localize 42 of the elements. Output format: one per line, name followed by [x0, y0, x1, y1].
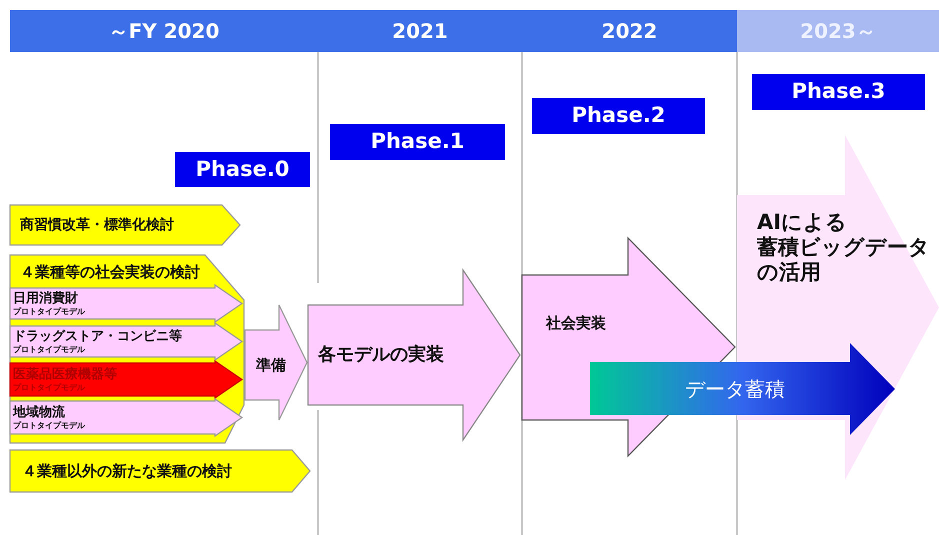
- year-header: [737, 10, 939, 52]
- arrow-label: 日用消費財: [13, 290, 78, 306]
- arrow-label: 各モデルの実装: [318, 344, 444, 366]
- arrow-label: ～FY 2020: [108, 19, 220, 43]
- arrow-shape: [10, 205, 240, 245]
- arrow-label: 医薬品医療機器等: [13, 366, 117, 382]
- arrow-label: Phase.2: [572, 103, 666, 129]
- arrow-label: AIによる: [757, 210, 848, 236]
- year-header: [522, 10, 737, 52]
- arrow-shape: [308, 270, 520, 440]
- arrow-shape: [10, 323, 242, 360]
- arrow-label: 準備: [256, 356, 286, 374]
- sub-label: プロトタイプモデル: [13, 420, 85, 430]
- sub-label: プロトタイプモデル: [13, 382, 85, 392]
- arrow-label: ドラッグストア・コンビニ等: [13, 328, 182, 344]
- arrow-label: 2022: [602, 19, 658, 43]
- phase-badge: [532, 98, 705, 134]
- arrow-label: 地域物流: [13, 404, 65, 420]
- arrow-shape: [10, 285, 242, 322]
- sub-label: プロトタイプモデル: [13, 306, 85, 316]
- arrow-label: ４業種等の社会実装の検討: [20, 263, 200, 281]
- arrow-label: 社会実装: [546, 314, 606, 332]
- arrow-label: データ蓄積: [685, 376, 785, 400]
- arrow-label: ４業種以外の新たな業種の検討: [22, 462, 232, 480]
- phase-badge: [752, 74, 925, 110]
- arrow-label: 2023～: [800, 19, 876, 43]
- arrow-shape: [590, 343, 895, 435]
- arrow-label: 商習慣改革・標準化検討: [20, 216, 174, 234]
- chevron-shape: [10, 255, 244, 443]
- phase-badge: [330, 124, 505, 160]
- arrow-label: 2021: [392, 19, 448, 43]
- sub-label: 蓄積ビッグデータの活用: [757, 235, 931, 286]
- arrow-shape: [10, 450, 310, 492]
- arrow-label: Phase.3: [792, 79, 886, 105]
- sub-label: プロトタイプモデル: [13, 344, 85, 354]
- arrow-shape: [10, 361, 242, 398]
- arrow-shape: [245, 305, 307, 420]
- arrow-label: Phase.0: [196, 156, 290, 182]
- arrow-shape: [10, 399, 242, 436]
- phase-badge: [175, 152, 310, 187]
- year-header: [10, 10, 318, 52]
- arrow-label: Phase.1: [370, 129, 464, 155]
